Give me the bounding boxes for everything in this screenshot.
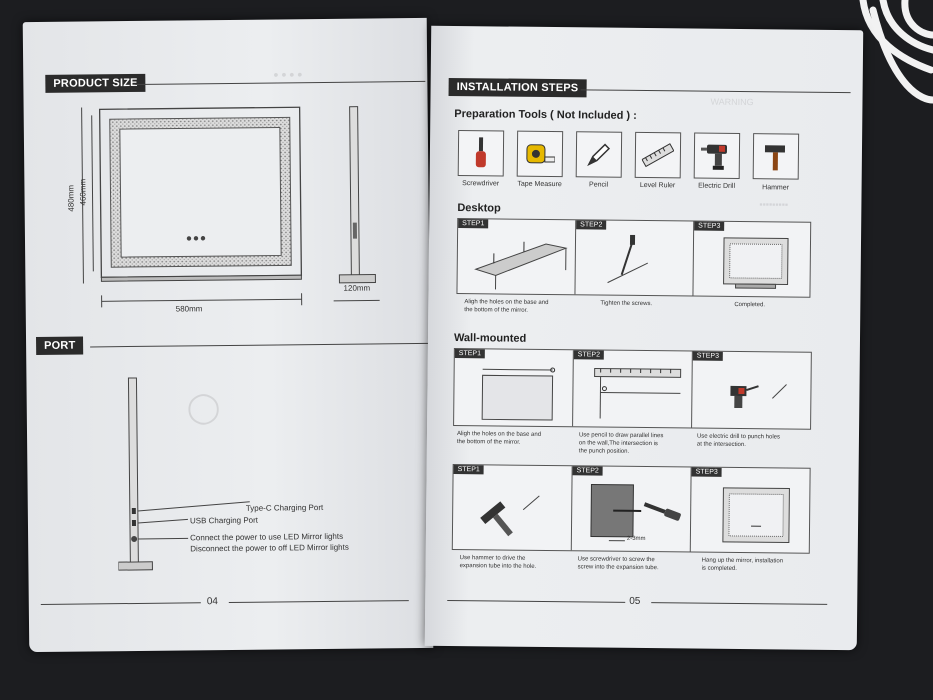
desktop-step1-caption: Aligh the holes on the base and the bott…	[464, 299, 549, 314]
level-ruler-icon	[641, 143, 675, 168]
desktop-steps-panel: STEP1 STEP2 STEP3	[456, 218, 812, 298]
wall-row2-step3-illustration	[722, 487, 790, 544]
wall-row1-step3-tag: STEP3	[692, 351, 724, 361]
port-label-typec: Type-C Charging Port	[245, 503, 324, 513]
wall-row2-step1-caption: Use hammer to drive the expansion tube i…	[459, 555, 537, 570]
wall-row1-step2-caption: Use pencil to draw parallel lines on the…	[578, 432, 664, 455]
wall-row2-step2-caption: Use screwdriver to screw the screw into …	[577, 556, 659, 572]
installation-steps-heading: INSTALLATION STEPS	[448, 77, 587, 98]
desktop-step3-illustration	[723, 237, 789, 289]
tool-pencil	[575, 131, 623, 178]
tool-label-electric-drill: Electric Drill	[698, 182, 736, 190]
tool-label-tape-measure: Tape Measure	[517, 180, 562, 189]
wall-row1-step1-caption: Aligh the holes on the base and the bott…	[456, 431, 542, 446]
wall-row2-step1-illustration	[480, 495, 540, 537]
wall-row2-step2-tag: STEP2	[572, 466, 603, 476]
mirror-dimension-diagram	[81, 106, 303, 308]
wall-row2-step1-tag: STEP1	[453, 465, 484, 475]
mirror-side-profile	[333, 106, 380, 302]
screwdriver-icon	[475, 137, 486, 168]
wall-row1-step3-illustration	[730, 384, 787, 409]
desktop-step1-tag: STEP1	[458, 219, 489, 229]
tool-screwdriver	[457, 130, 505, 177]
right-page: WARNING ▪▪▪▪▪▪▪▪▪ INSTALLATION STEPS Pre…	[424, 25, 864, 651]
wall-row1-step2-illustration	[594, 367, 682, 419]
hammer-icon	[764, 145, 786, 171]
wall-row1-step2-tag: STEP2	[573, 350, 605, 360]
wall-steps-panel-2: STEP1 STEP2 STEP3 2-3mm	[451, 464, 811, 554]
tool-electric-drill	[693, 132, 741, 179]
wall-row1-step1-illustration	[481, 367, 556, 421]
electric-drill-icon	[700, 144, 728, 170]
wall-mounted-title: Wall-mounted	[453, 332, 527, 345]
tool-tape-measure	[516, 130, 564, 178]
wall-row2-step3-tag: STEP3	[691, 467, 722, 477]
tool-label-hammer: Hammer	[762, 184, 790, 192]
pencil-icon	[587, 143, 611, 167]
wall-row1-step1-tag: STEP1	[454, 349, 486, 359]
desktop-step1-illustration	[474, 241, 568, 290]
port-diagram	[117, 377, 250, 571]
tool-label-screwdriver: Screwdriver	[462, 180, 500, 188]
desktop-title: Desktop	[457, 202, 501, 215]
wall-row2-step2-dim: 2-3mm	[626, 535, 646, 543]
preparation-tools-title: Preparation Tools ( Not Included ) :	[454, 108, 637, 122]
product-size-heading: PRODUCT SIZE	[45, 73, 146, 93]
wall-row2-step2-illustration	[590, 483, 681, 542]
desktop-step3-tag: STEP3	[694, 221, 725, 231]
port-label-usb: USB Charging Port	[189, 515, 259, 526]
wall-row1-step3-caption: Use electric drill to punch holes at the…	[696, 433, 781, 449]
dim-height-outer: 480mm	[66, 184, 76, 212]
dim-width: 580mm	[175, 304, 203, 314]
power-cable-image	[859, 0, 933, 104]
desktop-step2-caption: Tighten the screws.	[600, 300, 653, 308]
left-page: ● ● ● ● ( ) ( ) ( ) ◯ PRODUCT SIZE	[22, 17, 434, 653]
dim-depth: 120mm	[343, 283, 371, 293]
desktop-step3-caption: Completed.	[734, 301, 766, 309]
dim-height-inner: 460mm	[78, 178, 88, 206]
port-label-disconnect: Disconnect the power to off LED Mirror l…	[190, 542, 349, 554]
port-label-connect: Connect the power to use LED Mirror ligh…	[190, 531, 344, 543]
page-number-right: 05	[629, 595, 641, 607]
port-heading: PORT	[36, 336, 84, 356]
wall-row2-step3-caption: Hang up the mirror, installation is comp…	[701, 557, 784, 572]
desktop-step2-illustration	[607, 234, 649, 284]
tool-label-pencil: Pencil	[589, 181, 609, 189]
desktop-step2-tag: STEP2	[576, 220, 607, 230]
tool-label-level-ruler: Level Ruler	[639, 181, 676, 190]
page-number-left: 04	[206, 596, 218, 608]
tool-level-ruler	[634, 131, 682, 179]
wall-steps-panel-1: STEP1 STEP2 STEP3	[453, 348, 812, 430]
tape-measure-icon	[526, 144, 556, 164]
tool-hammer	[752, 133, 800, 180]
